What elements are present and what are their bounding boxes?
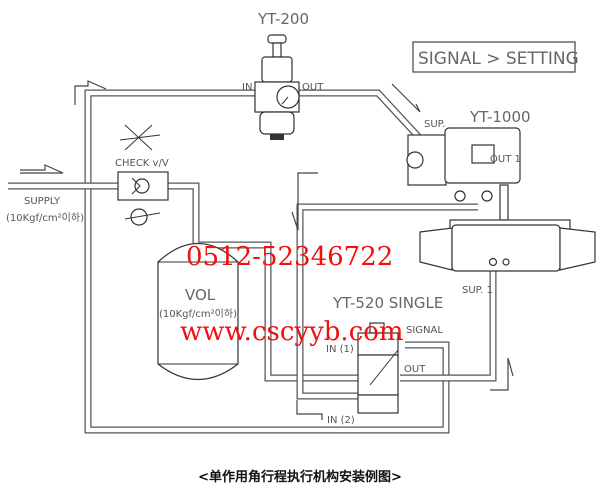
yt520-signal-label: SIGNAL (406, 325, 443, 336)
signal-setting-label: SIGNAL > SETTING (418, 49, 579, 69)
yt1000-sup-label: SUP. (424, 119, 445, 130)
watermark-phone: 0512-52346722 (186, 242, 393, 272)
actuator (419, 224, 596, 272)
flow-arrow-icon (291, 172, 318, 231)
flow-arrow-icon (391, 83, 421, 113)
yt200-out-label: OUT (302, 82, 324, 93)
actuator-sup1-label: SUP. 1 (462, 285, 493, 296)
main-loop-pipe (84, 89, 450, 434)
yt520-out-label: OUT (404, 364, 426, 375)
signal-setting-box (412, 41, 576, 73)
yt520-label: YT-520 SINGLE (332, 294, 443, 312)
yt520-in1-label: IN (1) (326, 344, 354, 355)
yt1000-label: YT-1000 (469, 108, 531, 126)
vol-spec: (10Kgf/cm²이하) (159, 307, 237, 320)
vol-tank (157, 242, 239, 381)
vol-label: VOL (185, 286, 216, 304)
supply-spec: (10Kgf/cm²이하) (6, 211, 84, 224)
yt1000-positioner (406, 127, 571, 231)
watermark-url: www.cscyyb.com (180, 317, 404, 347)
check-valve (117, 124, 169, 226)
yt200-regulator (254, 34, 300, 140)
yt520-in2-label: IN (2) (327, 415, 355, 426)
flow-arrow-icon (490, 357, 514, 391)
return-pipe (296, 203, 478, 400)
diagram-caption: <单作用角行程执行机构安装例图> (198, 469, 402, 485)
yt200-label: YT-200 (257, 10, 309, 28)
flow-arrows (20, 80, 514, 420)
flow-arrow-icon (296, 400, 323, 420)
yt520-booster (357, 322, 399, 414)
out-pipe (400, 258, 497, 382)
flow-arrow-icon (74, 80, 107, 105)
flow-arrow-icon (20, 164, 64, 174)
yt200-in-label: IN (242, 82, 252, 93)
supply-label: SUPPLY (24, 196, 61, 207)
check-valve-label: CHECK v/V (115, 158, 169, 169)
yt1000-out1-label: OUT 1 (490, 154, 521, 165)
